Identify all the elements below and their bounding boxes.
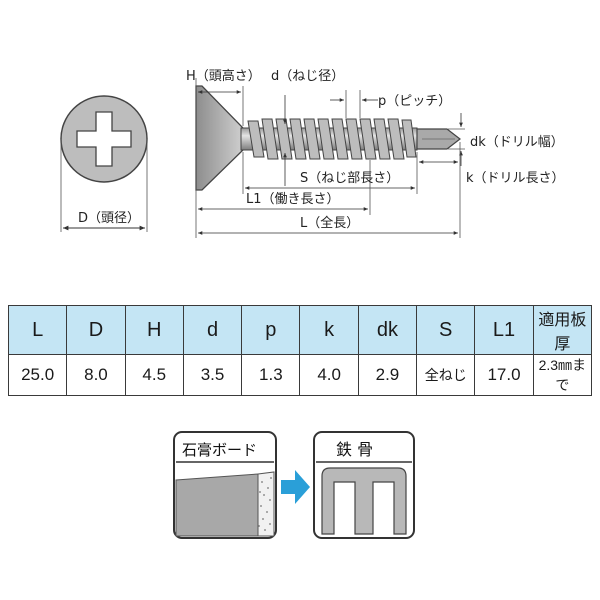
value-p: 1.3: [241, 354, 301, 396]
header-dk: dk: [357, 305, 418, 355]
label-d: d（ねじ径）: [271, 69, 344, 84]
spec-value-row: 25.0 8.0 4.5 3.5 1.3 4.0 2.9 全ねじ 17.0 2.…: [7, 354, 593, 396]
label-H: H（頭高さ）: [186, 68, 261, 84]
value-S: 全ねじ: [416, 354, 476, 396]
spec-header-row: L D H d p k dk S L1 適用板厚: [7, 305, 593, 355]
spec-table: L D H d p k dk S L1 適用板厚 25.0 8.0 4.5 3.…: [7, 305, 593, 396]
value-k: 4.0: [299, 354, 359, 396]
header-d: d: [182, 305, 243, 355]
value-L1: 17.0: [474, 354, 534, 396]
header-H: H: [124, 305, 184, 355]
application-illustration: 石膏ボード 鉄 骨: [173, 431, 415, 539]
value-dk: 2.9: [357, 354, 418, 396]
header-k: k: [299, 305, 359, 355]
label-L: L（全長）: [300, 215, 359, 231]
header-S: S: [416, 305, 476, 355]
arrow-right-icon: [281, 470, 310, 504]
label-k: k（ドリル長さ）: [466, 171, 565, 186]
value-H: 4.5: [124, 354, 184, 396]
value-plate-thickness: 2.3㎜まで: [532, 354, 593, 396]
screw-head-top-view: [60, 95, 148, 232]
header-D: D: [66, 305, 126, 355]
value-D: 8.0: [66, 354, 126, 396]
steel-label: 鉄 骨: [336, 440, 373, 459]
value-d: 3.5: [182, 354, 243, 396]
dimension-labels: H（頭高さ） d（ねじ径） p（ピッチ） dk（ドリル幅） S（ねじ部長さ） k…: [78, 68, 565, 231]
label-p: p（ピッチ）: [378, 94, 451, 109]
label-S: S（ねじ部長さ）: [300, 171, 399, 186]
header-L: L: [7, 305, 68, 355]
label-dk: dk（ドリル幅）: [470, 135, 564, 150]
label-D: D（頭径）: [78, 211, 140, 226]
header-plate-thickness: 適用板厚: [532, 305, 593, 355]
gypsum-board-label: 石膏ボード: [182, 441, 257, 459]
screw-side-view: [195, 85, 461, 191]
value-L: 25.0: [7, 354, 68, 396]
dimension-lines: [195, 78, 465, 238]
header-p: p: [241, 305, 301, 355]
header-L1: L1: [474, 305, 534, 355]
label-L1: L1（働き長さ）: [246, 192, 340, 207]
